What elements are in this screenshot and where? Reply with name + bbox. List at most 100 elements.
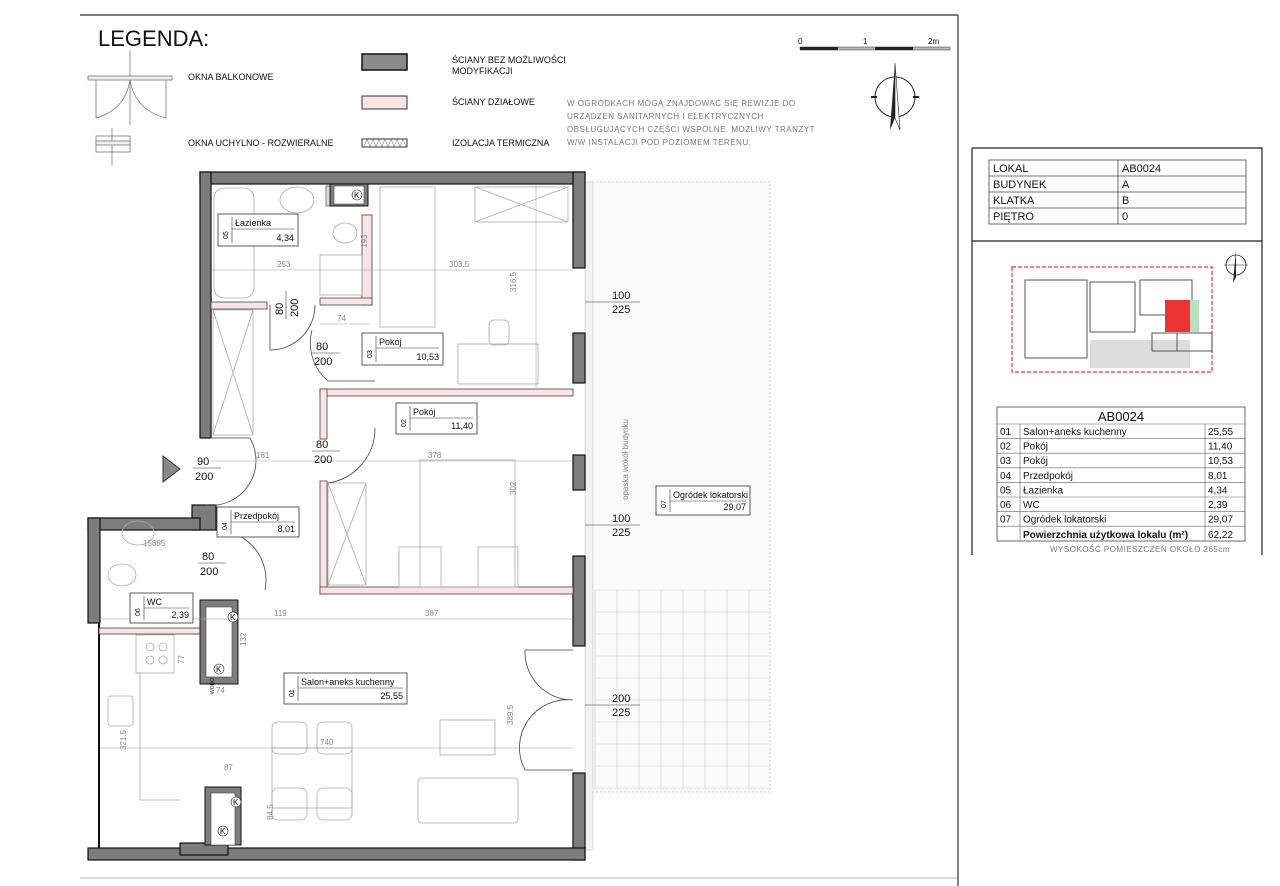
- toilet: [332, 222, 358, 244]
- legend-note-4: W/W INSTALACJI POD POZIOMEM TERENU.: [567, 138, 751, 147]
- row-area: 4,34: [1208, 485, 1228, 496]
- room-name: Przedpokój: [234, 511, 279, 521]
- row-number: 03: [1000, 456, 1012, 467]
- info-row: BUDYNEK A: [993, 179, 1130, 191]
- balcony-window-icon: [87, 50, 173, 125]
- dimension-label: 84.5: [266, 804, 275, 820]
- row-number: 02: [1000, 442, 1012, 453]
- legend-partition-label: ŚCIANY DZIAŁOWE: [452, 96, 535, 107]
- row-area: 11,40: [1208, 442, 1233, 453]
- row-name: Przedpokój: [1023, 471, 1073, 482]
- dimension-label: 119: [274, 609, 287, 618]
- row-name: Pokój: [1023, 442, 1048, 453]
- wodo-label: WODO: [210, 678, 216, 694]
- door-width: 80: [274, 303, 286, 315]
- legend-structural-label-2: MODYFIKACJI: [452, 66, 513, 76]
- row-area: 8,01: [1208, 471, 1228, 482]
- row-name: WC: [1023, 500, 1040, 511]
- side-panel-frame: [971, 147, 1263, 555]
- row-area: 2,39: [1208, 500, 1228, 511]
- room-number: 06: [135, 608, 142, 616]
- legend-insulation-swatch: [361, 138, 408, 148]
- room-number: 04: [222, 522, 229, 530]
- sink-label: 15885: [143, 539, 166, 548]
- k-marker: K: [354, 191, 360, 200]
- scale-bar: 0 1 2m: [798, 37, 951, 51]
- dimension-label: 316.5: [509, 271, 518, 292]
- door-height: 200: [195, 471, 213, 483]
- scale-label-0: 0: [798, 37, 803, 46]
- row-area: 29,07: [1208, 515, 1233, 526]
- door-width: 80: [316, 341, 328, 353]
- entrance-arrow-icon: [162, 454, 181, 484]
- door-width: 80: [316, 439, 328, 451]
- door-height: 200: [314, 356, 332, 368]
- row-name: Łazienka: [1023, 485, 1063, 496]
- row-name: Ogródek lokatorski: [1023, 515, 1106, 526]
- dimension-label: 378: [428, 451, 442, 460]
- dimension-label: 253: [277, 260, 291, 269]
- dimension-label: 387: [425, 609, 439, 618]
- dimension-label: 74: [337, 314, 346, 323]
- dimension-label: 87: [224, 763, 233, 772]
- room-number: 01: [289, 689, 296, 697]
- room-name: Pokój: [413, 407, 436, 417]
- room-area: 25,55: [380, 691, 403, 701]
- garden-strip-label: opaska wokół budynku: [621, 419, 630, 500]
- rooms-table-title: AB0024: [1098, 409, 1144, 424]
- room-name: Pokój: [379, 337, 402, 347]
- room-name: Salon+aneks kuchenny: [301, 677, 395, 687]
- scale-label-1: 1: [863, 37, 868, 46]
- legend-structural-wall-swatch: [361, 53, 408, 71]
- tilt-window-icon: [95, 128, 131, 165]
- legend-note-3: OBSŁUGUJĄCYCH CZĘŚCI WSPÓLNE. MOŻLIWY TR…: [567, 125, 815, 134]
- total-area: 62,22: [1208, 530, 1233, 541]
- room-area: 11,40: [451, 421, 473, 431]
- k-markers: K K K K K: [213, 189, 363, 837]
- info-value: A: [1122, 179, 1130, 191]
- legend-note-1: W OGRÓDKACH MOGĄ ZNAJDOWAĆ SIĘ REWIZJE D…: [567, 99, 796, 108]
- k-marker: K: [216, 665, 222, 674]
- furniture: [107, 185, 569, 824]
- legend-partition-swatch: [361, 95, 408, 110]
- dimension-label: 193: [360, 234, 369, 248]
- legend-balcony-label: OKNA BALKONOWE: [188, 72, 274, 82]
- room-area: 10,53: [416, 352, 439, 362]
- info-key: PIĘTRO: [993, 211, 1034, 223]
- row-number: 05: [1000, 485, 1012, 496]
- legend-insulation-label: IZOLACJA TERMICZNA: [452, 138, 549, 148]
- legend-tilt-label: OKNA UCHYLNO - ROZWIERALNE: [188, 138, 334, 148]
- window-height: 225: [612, 527, 630, 539]
- dimension-label: 740: [320, 738, 334, 747]
- shower: [212, 309, 254, 436]
- door-width: 80: [202, 551, 214, 563]
- total-label: Powierzchnia użytkowa lokalu (m²): [1023, 530, 1188, 541]
- k-marker: K: [230, 613, 236, 622]
- info-key: LOKAL: [993, 163, 1028, 175]
- window-width: 100: [612, 513, 630, 525]
- dimension-label: 181: [256, 451, 270, 460]
- north-arrow-icon: [871, 62, 919, 131]
- room-number: 05: [223, 231, 230, 239]
- room-area: 8,01: [277, 524, 295, 534]
- washbasin: [279, 186, 315, 214]
- k-marker: K: [233, 798, 239, 807]
- rooms-table-row: Powierzchnia użytkowa lokalu (m²) 62,22: [1023, 530, 1233, 541]
- scale-label-2: 2m: [928, 37, 939, 46]
- dimension-label: 132: [239, 632, 248, 646]
- height-note: WYSOKOŚĆ POMIESZCZEŃ OKOŁO 265cm: [1050, 545, 1230, 554]
- dimension-label: 77: [177, 655, 186, 664]
- room-label-04: 04 Przedpokój 8,01: [216, 506, 300, 538]
- row-area: 10,53: [1208, 456, 1233, 467]
- info-value: AB0024: [1122, 163, 1161, 175]
- info-key: BUDYNEK: [993, 179, 1047, 191]
